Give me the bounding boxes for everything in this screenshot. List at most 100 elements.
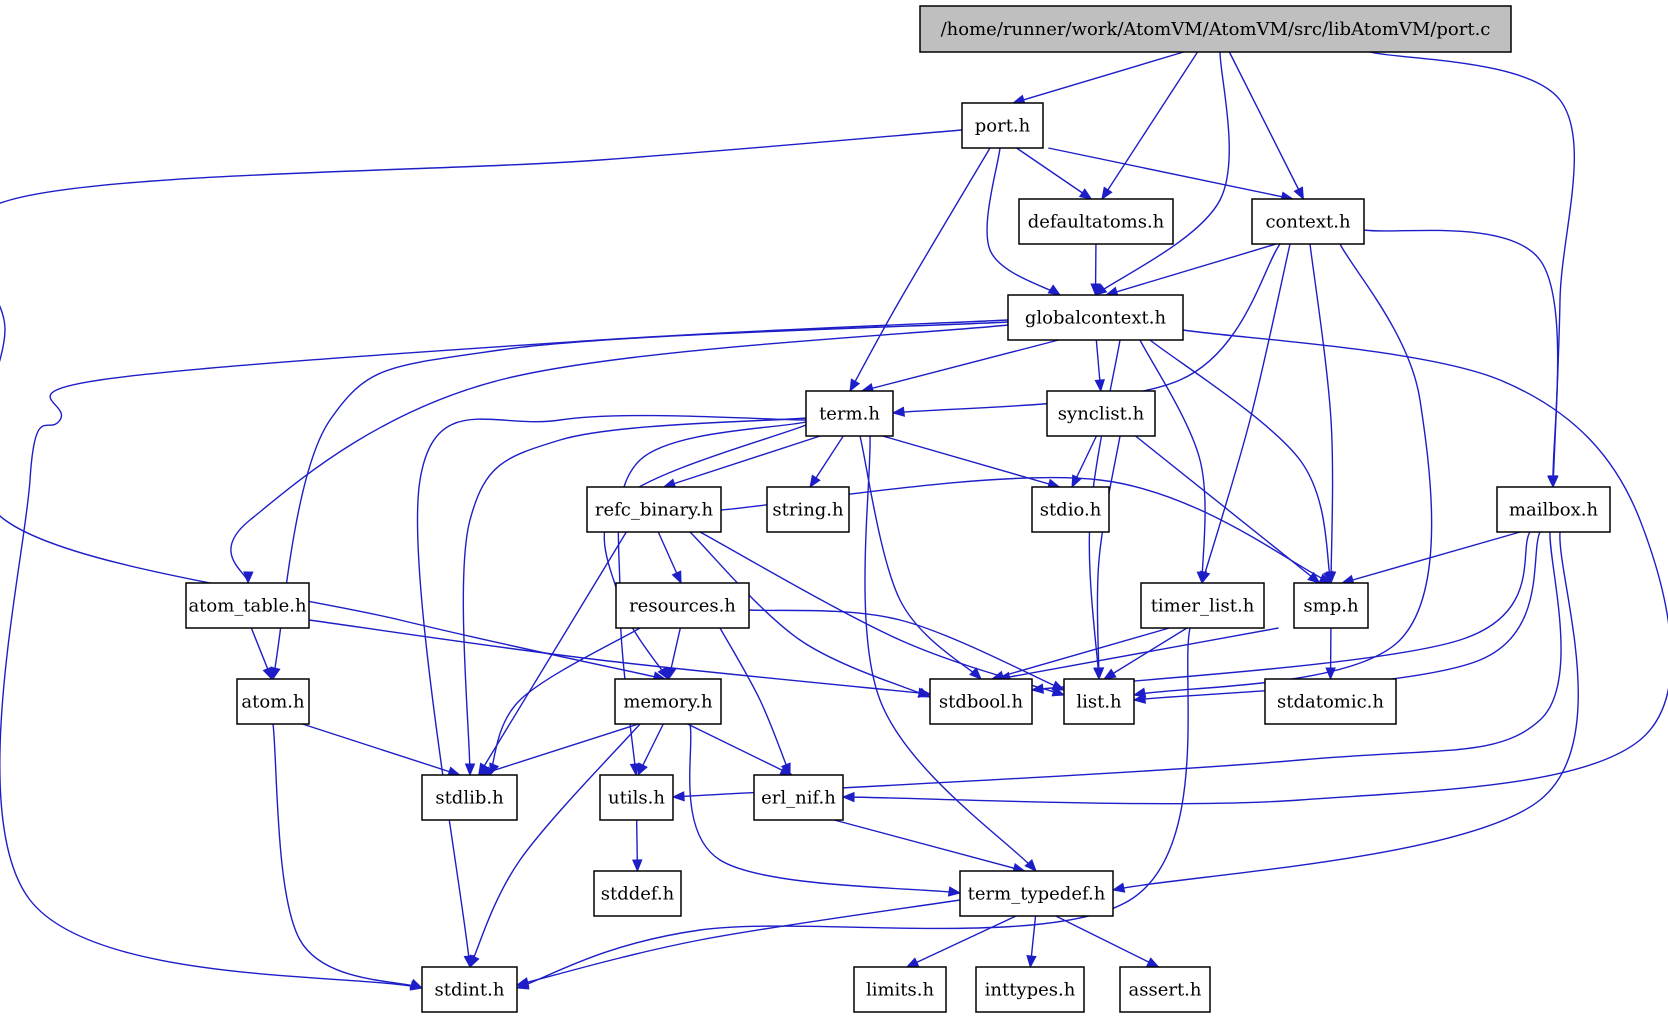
- node-utils-h[interactable]: utils.h: [599, 774, 674, 821]
- edge-resources-h-to-list-h: [748, 609, 1066, 691]
- node-stdlib-h[interactable]: stdlib.h: [421, 774, 518, 821]
- edge-atom-h-to-stdlib-h: [302, 723, 461, 777]
- node-synclist-h[interactable]: synclist.h: [1046, 390, 1156, 437]
- node-box: [1007, 294, 1184, 341]
- edge-term-typedef-h-to-limits-h: [905, 915, 1017, 968]
- node-label: utils.h: [608, 788, 665, 809]
- node-stddef-h[interactable]: stddef.h: [593, 870, 682, 917]
- edge-line: [603, 424, 807, 680]
- edge-arrowhead: [671, 791, 685, 802]
- edge-term-typedef-h-to-assert-h: [1055, 915, 1160, 968]
- edge-line: [1369, 51, 1576, 488]
- node-atom-table-h[interactable]: atom_table.h: [185, 582, 310, 629]
- node-stdatomic-h[interactable]: stdatomic.h: [1264, 678, 1397, 725]
- node-inttypes-h[interactable]: inttypes.h: [975, 966, 1085, 1013]
- edge-utils-h-to-stddef-h: [632, 819, 643, 873]
- node-refc-binary-h[interactable]: refc_binary.h: [586, 486, 722, 533]
- edge-line: [1149, 339, 1332, 584]
- edge-term-h-to-term-typedef-h: [864, 435, 1037, 872]
- edge-timer-list-h-to-list-h: [1103, 627, 1188, 680]
- edge-line: [672, 531, 1562, 798]
- edge-line: [1016, 147, 1092, 200]
- node-term-typedef-h[interactable]: term_typedef.h: [959, 870, 1114, 917]
- edge-line: [462, 417, 807, 776]
- edge-context-h-to-globalcontext-h: [1104, 243, 1277, 297]
- edge-line: [1133, 531, 1541, 701]
- edge-mailbox-h-to-utils-h: [671, 531, 1562, 802]
- edge-line: [842, 329, 1668, 805]
- node-timer-list-h[interactable]: timer_list.h: [1140, 582, 1265, 629]
- edge-line: [1101, 51, 1199, 200]
- node-smp-h[interactable]: smp.h: [1293, 582, 1369, 629]
- node-stdint-h[interactable]: stdint.h: [421, 966, 518, 1013]
- edge-memory-h-to-stdlib-h: [478, 723, 639, 777]
- node-context-h[interactable]: context.h: [1251, 198, 1365, 245]
- node-box: [614, 678, 722, 725]
- node-assert-h[interactable]: assert.h: [1119, 966, 1211, 1013]
- edge-resources-h-to-memory-h: [666, 627, 682, 681]
- edges-layer: [0, 51, 1668, 991]
- node-box: [1496, 486, 1611, 533]
- edge-line: [991, 627, 1170, 680]
- node-defaultatoms-h[interactable]: defaultatoms.h: [1018, 198, 1174, 245]
- edge-arrowhead: [1547, 475, 1558, 489]
- node-box: [185, 582, 310, 629]
- edge-line: [689, 723, 961, 894]
- node-erl-nif-h[interactable]: erl_nif.h: [753, 774, 844, 821]
- node-string-h[interactable]: string.h: [766, 486, 850, 533]
- node-atom-h[interactable]: atom.h: [236, 678, 310, 725]
- node-label: resources.h: [629, 596, 736, 617]
- node-list-h[interactable]: list.h: [1063, 678, 1135, 725]
- edge-arrowhead: [671, 570, 682, 585]
- edge-line: [1228, 51, 1305, 200]
- node-box: [1264, 678, 1397, 725]
- edge-line: [0, 319, 1009, 989]
- edge-line: [1103, 627, 1188, 680]
- node-label: timer_list.h: [1151, 596, 1255, 617]
- edge-arrowhead: [1307, 571, 1321, 584]
- edge-arrowhead: [464, 763, 476, 777]
- node-label: inttypes.h: [985, 980, 1076, 1001]
- node-resources-h[interactable]: resources.h: [615, 582, 750, 629]
- edge-arrowhead: [918, 687, 932, 699]
- edge-context-h-to-term-h: [891, 243, 1281, 417]
- node-memory-h[interactable]: memory.h: [614, 678, 722, 725]
- edge-term-typedef-h-to-inttypes-h: [1026, 915, 1037, 969]
- edge-line: [0, 129, 963, 680]
- edge-globalcontext-h-to-term-h: [860, 339, 1059, 394]
- node-label: context.h: [1265, 212, 1351, 233]
- node-label: atom.h: [241, 692, 305, 713]
- edge-arrowhead: [1145, 957, 1160, 968]
- node-mailbox-h[interactable]: mailbox.h: [1496, 486, 1611, 533]
- edge-memory-h-to-erl-nif-h: [687, 723, 794, 776]
- edge-arrowhead: [1078, 188, 1093, 200]
- node-label: atom_table.h: [188, 596, 306, 617]
- edge-arrowhead: [629, 763, 641, 777]
- edge-line: [1105, 243, 1277, 296]
- edge-atom-h-to-stdint-h: [272, 723, 424, 989]
- node-stdio-h[interactable]: stdio.h: [1031, 486, 1110, 533]
- edge-line: [1048, 147, 1293, 200]
- node-box: [236, 678, 310, 725]
- node-box: [961, 102, 1044, 149]
- node-term-h[interactable]: term.h: [805, 390, 894, 437]
- node-port-c[interactable]: /home/runner/work/AtomVM/AtomVM/src/libA…: [919, 5, 1512, 53]
- edge-arrowhead: [409, 978, 424, 989]
- node-globalcontext-h[interactable]: globalcontext.h: [1007, 294, 1184, 341]
- edge-memory-h-to-term-typedef-h: [689, 723, 962, 897]
- node-stdbool-h[interactable]: stdbool.h: [929, 678, 1033, 725]
- edge-port-c-to-defaultatoms-h: [1101, 51, 1199, 201]
- edge-arrowhead: [1093, 667, 1105, 681]
- node-port-h[interactable]: port.h: [961, 102, 1044, 149]
- edge-arrowhead: [905, 957, 920, 968]
- node-label: mailbox.h: [1509, 500, 1599, 521]
- edge-mailbox-h-to-term-typedef-h: [1111, 531, 1579, 893]
- edge-atom-table-h-to-stdbool-h: [308, 619, 932, 699]
- edge-context-h-to-smp-h: [1309, 243, 1337, 585]
- node-box: [919, 5, 1512, 53]
- edge-line: [469, 723, 641, 968]
- node-limits-h[interactable]: limits.h: [853, 966, 947, 1013]
- node-label: stdio.h: [1040, 500, 1102, 521]
- edge-arrowhead: [1132, 693, 1147, 704]
